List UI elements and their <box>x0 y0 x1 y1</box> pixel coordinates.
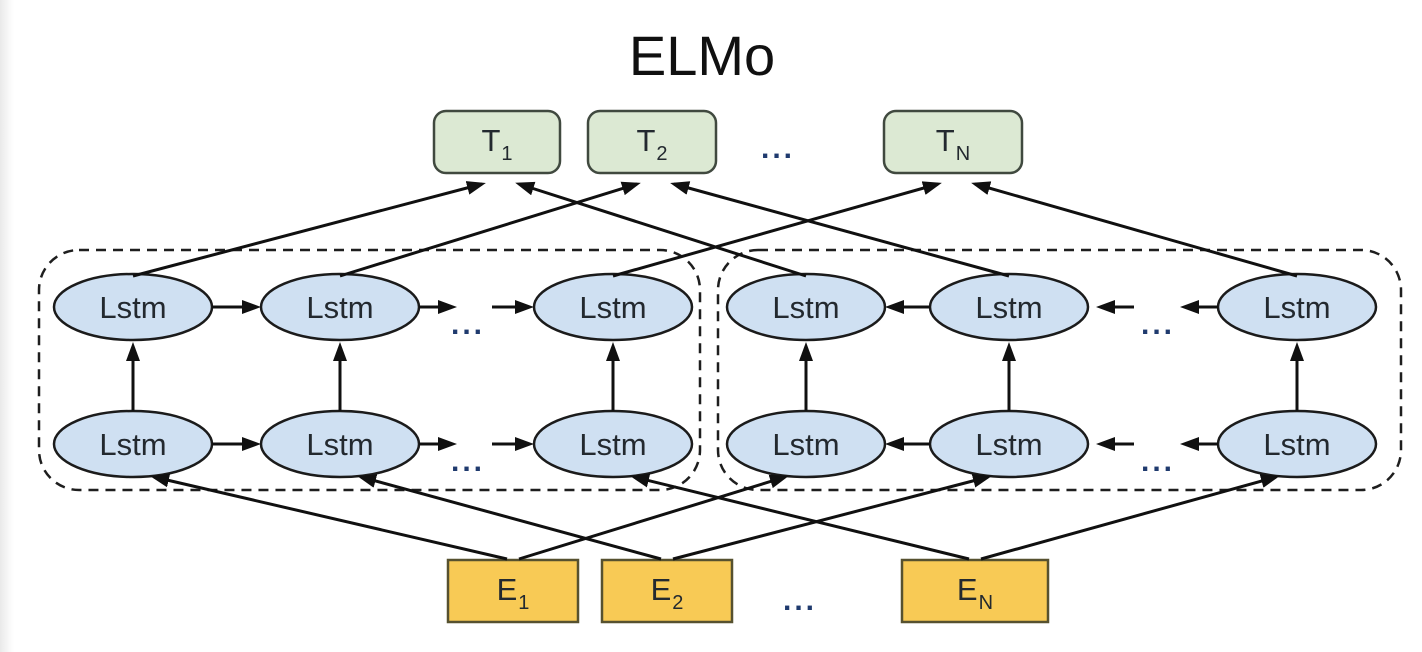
backward-lstm-container <box>716 248 1403 492</box>
arrow-forward-to-output <box>132 181 486 278</box>
backward-top-ellipsis: ... <box>1141 308 1175 341</box>
output-box-N <box>882 109 1024 175</box>
embedding-box-1 <box>446 558 580 624</box>
lstm-label: Lstm <box>1263 427 1330 462</box>
lstm-label: Lstm <box>975 290 1042 325</box>
lstm-label: Lstm <box>99 427 166 462</box>
embedding-box-N <box>900 558 1050 624</box>
arrow-embedding-to-forward <box>357 474 662 561</box>
embedding-box-label: E2 <box>651 572 684 614</box>
arrow-embedding-to-backward <box>980 474 1280 561</box>
arrow-embedding-to-forward <box>150 473 508 561</box>
embedding-box-label: E1 <box>497 572 530 614</box>
forward-bottom-ellipsis: ... <box>451 445 485 478</box>
lstm-label: Lstm <box>975 427 1042 462</box>
output-box-label: T2 <box>636 123 667 165</box>
lstm-label: Lstm <box>306 427 373 462</box>
arrow-embedding-to-backward <box>518 474 789 561</box>
forward-lstm-container <box>37 248 702 492</box>
arrow-embedding-to-forward <box>630 473 970 561</box>
lstm-label: Lstm <box>579 427 646 462</box>
lstm-label: Lstm <box>1263 290 1330 325</box>
arrow-forward-to-output <box>339 181 641 278</box>
arrow-backward-to-output <box>515 181 807 278</box>
arrow-backward-to-output <box>971 181 1298 278</box>
arrow-forward-to-output <box>612 181 942 278</box>
forward-top-ellipsis: ... <box>451 308 485 341</box>
output-box-2 <box>586 109 718 175</box>
lstm-label: Lstm <box>579 290 646 325</box>
lstm-label: Lstm <box>306 290 373 325</box>
arrow-embedding-to-backward <box>672 474 992 561</box>
lstm-label: Lstm <box>772 427 839 462</box>
output-row-ellipsis: ... <box>761 132 795 165</box>
embedding-box-label: EN <box>957 572 993 614</box>
output-box-label: TN <box>936 123 970 165</box>
diagram-title: ELMo <box>629 24 775 87</box>
output-box-1 <box>432 109 562 175</box>
backward-bottom-ellipsis: ... <box>1141 445 1175 478</box>
output-box-label: T1 <box>481 123 512 165</box>
embedding-row-ellipsis: ... <box>783 584 817 617</box>
lstm-label: Lstm <box>772 290 839 325</box>
arrow-backward-to-output <box>670 181 1010 278</box>
embedding-box-2 <box>600 558 734 624</box>
forward-lstm-top-3 <box>532 272 694 342</box>
lstm-label: Lstm <box>99 290 166 325</box>
